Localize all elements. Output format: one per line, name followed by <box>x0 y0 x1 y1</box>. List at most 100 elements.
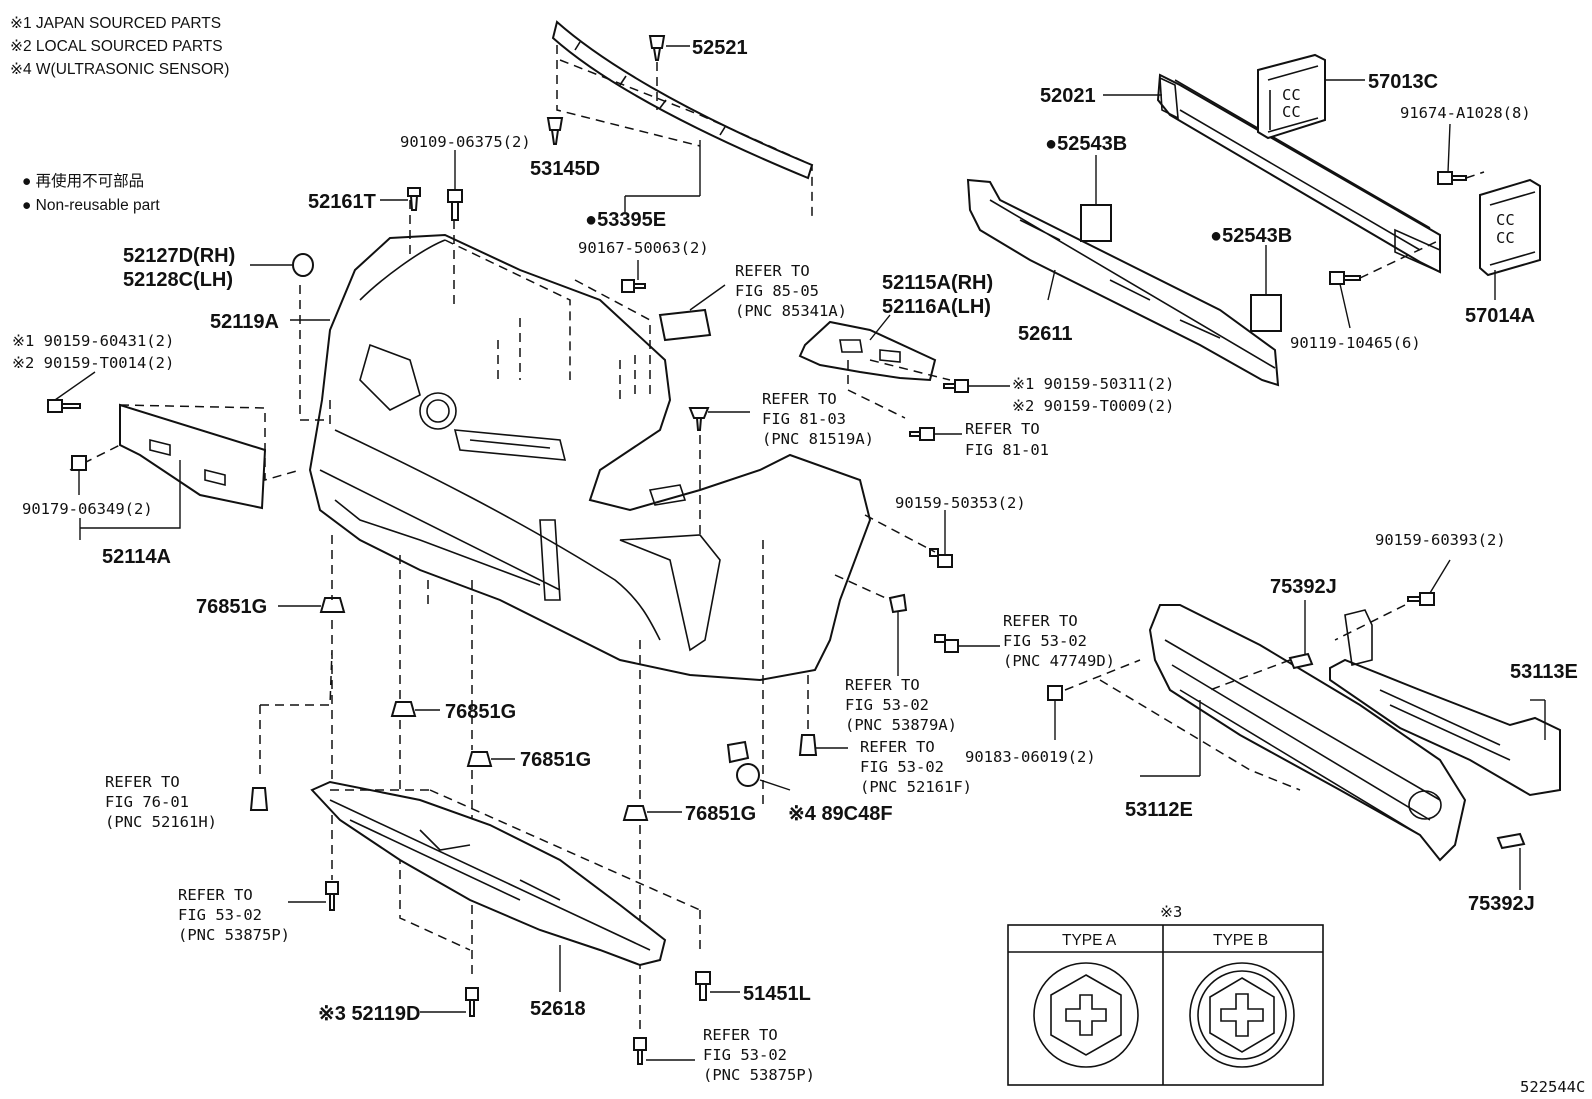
label-90159-50311: ※1 90159-50311(2) <box>1012 375 1174 393</box>
bracket-57014A-mark-1: CC <box>1496 211 1515 229</box>
label-52119A: 52119A <box>210 311 279 333</box>
label-52521: 52521 <box>692 37 748 59</box>
ref-85-line1: REFER TO <box>735 262 810 280</box>
bolt-90119 <box>1329 239 1441 329</box>
bracket-57014A: CC CC <box>1479 178 1541 300</box>
label-52119D: ※3 52119D <box>318 1003 420 1025</box>
label-51451L: 51451L <box>743 983 811 1005</box>
bracket-57013C-mark-2: CC <box>1282 103 1301 121</box>
bracket-57014A-mark-2: CC <box>1496 229 1515 247</box>
ref-53e-line2: FIG 53-02 <box>703 1046 787 1064</box>
ref-53a-line3: (PNC 47749D) <box>1003 652 1115 670</box>
type-b-screw-icon <box>1189 962 1295 1068</box>
license-bracket-52114A <box>69 403 301 510</box>
nut-90179 <box>71 455 87 495</box>
label-52127D: 52127D(RH) <box>123 245 235 267</box>
bracket-53113E <box>1329 609 1561 797</box>
legend-note-2: ※2 LOCAL SOURCED PARTS <box>10 38 223 55</box>
ref-53e-line3: (PNC 53875P) <box>703 1066 815 1084</box>
label-76851G-4: 76851G <box>685 803 756 825</box>
ref-53c-line2: FIG 53-02 <box>860 758 944 776</box>
clip-52521 <box>648 35 690 110</box>
ref-53b-line2: FIG 53-02 <box>845 696 929 714</box>
ref-81a-line1: REFER TO <box>762 390 837 408</box>
label-53145D: 53145D <box>530 158 600 180</box>
legend-note-1: ※1 JAPAN SOURCED PARTS <box>10 15 221 32</box>
label-52115A: 52115A(RH) <box>882 272 993 294</box>
clip-76851G-3 <box>466 751 515 767</box>
bolt-91674 <box>1437 123 1485 185</box>
sensor-89C48F <box>726 740 791 791</box>
label-52128C: 52128C(LH) <box>123 269 233 291</box>
label-57013C: 57013C <box>1368 71 1438 93</box>
grommet-52127D <box>250 253 314 277</box>
bolt-81-01 <box>909 427 962 441</box>
ref-81a-line2: FIG 81-03 <box>762 410 846 428</box>
bumper-cover-52119A <box>308 233 872 682</box>
ref-53d-line1: REFER TO <box>178 886 253 904</box>
label-90159-50353: 90159-50353(2) <box>895 494 1026 512</box>
ref-53a-line2: FIG 53-02 <box>1003 632 1087 650</box>
nut-90183 <box>1047 685 1063 740</box>
bracket-57013C: CC CC <box>1257 53 1365 140</box>
legend-nonreusable-ja: ● 再使用不可部品 <box>22 172 144 190</box>
label-90159-60431: ※1 90159-60431(2) <box>12 332 174 350</box>
ref-76-line1: REFER TO <box>105 773 180 791</box>
ref-53a-line1: REFER TO <box>1003 612 1078 630</box>
label-52021: 52021 <box>1040 85 1096 107</box>
label-53395E: ●53395E <box>585 209 666 231</box>
label-52114A: 52114A <box>102 546 171 568</box>
clip-52161F <box>798 734 848 756</box>
bolt-90167 <box>621 260 646 293</box>
ref-81a-line3: (PNC 81519A) <box>762 430 874 448</box>
legend-nonreusable-en: ● Non-reusable part <box>22 197 160 214</box>
label-90119: 90119-10465(6) <box>1290 334 1421 352</box>
label-52543B-1: ●52543B <box>1045 133 1127 155</box>
label-52116A: 52116A(LH) <box>882 296 991 318</box>
part-labels: 52521 53145D ●53395E 90109-06375(2) 5216… <box>12 37 1578 1084</box>
ref-53c-line1: REFER TO <box>860 738 935 756</box>
ref-53b-line3: (PNC 53879A) <box>845 716 957 734</box>
clip-76851G-1 <box>278 597 346 613</box>
label-52161T: 52161T <box>308 191 376 213</box>
figure-id: 522544C <box>1520 1078 1585 1096</box>
ref-81b-line1: REFER TO <box>965 420 1040 438</box>
nozzle-cover <box>658 284 726 342</box>
label-76851G-2: 76851G <box>445 701 516 723</box>
label-90159-T0014: ※2 90159-T0014(2) <box>12 354 174 372</box>
under-cover-52618 <box>310 780 701 992</box>
inset-title: ※3 <box>1160 903 1182 921</box>
label-52611: 52611 <box>1018 323 1073 345</box>
reinforcement-52021 <box>1103 73 1441 274</box>
clip-53879A <box>834 574 908 676</box>
label-90179: 90179-06349(2) <box>22 500 153 518</box>
clip-75392J-1 <box>1209 600 1314 691</box>
bracket-57013C-mark-1: CC <box>1282 86 1301 104</box>
type-a-screw-icon <box>1033 962 1139 1068</box>
ref-81b-line2: FIG 81-01 <box>965 441 1049 459</box>
clip-52161H <box>249 787 269 811</box>
inset-type-a: TYPE A <box>1062 932 1117 949</box>
inset-type-b: TYPE B <box>1213 932 1268 949</box>
clip-81519A <box>688 407 750 431</box>
label-53113E: 53113E <box>1510 661 1578 683</box>
bolt-90159-50311 <box>943 379 1010 393</box>
label-90109: 90109-06375(2) <box>400 133 531 151</box>
pad-52543B-1 <box>1080 155 1112 242</box>
label-52543B-2: ●52543B <box>1210 225 1292 247</box>
clip-75392J-2 <box>1496 832 1526 890</box>
ref-53c-line3: (PNC 52161F) <box>860 778 972 796</box>
bolt-47749D <box>934 634 1000 653</box>
label-90159-T0009: ※2 90159-T0009(2) <box>1012 397 1174 415</box>
label-75392J-2: 75392J <box>1468 893 1535 915</box>
label-91674: 91674-A1028(8) <box>1400 104 1531 122</box>
clip-52161T <box>380 187 421 211</box>
label-90183: 90183-06019(2) <box>965 748 1096 766</box>
label-90167: 90167-50063(2) <box>578 239 709 257</box>
label-57014A: 57014A <box>1465 305 1535 327</box>
bolt-90159-60431 <box>47 371 96 413</box>
clip-76851G-2 <box>390 701 440 717</box>
ref-76-line3: (PNC 52161H) <box>105 813 217 831</box>
screw-type-inset: ※3 TYPE A TYPE B <box>1007 903 1324 1086</box>
